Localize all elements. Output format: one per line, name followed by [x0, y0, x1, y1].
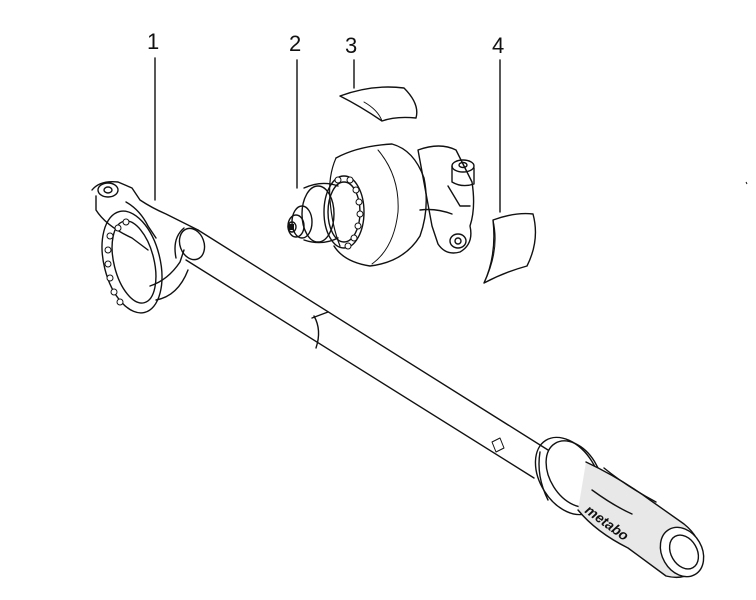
extension-shaft [91, 180, 705, 579]
callout-4: 4 [492, 33, 505, 58]
label-strip-3 [339, 86, 418, 122]
callout-1: 1 [147, 29, 160, 54]
callout-3: 3 [345, 33, 358, 58]
stray-mark [745, 181, 748, 185]
label-strip-4 [483, 212, 537, 284]
callout-2: 2 [289, 31, 302, 56]
gear-head-assembly [287, 143, 475, 267]
